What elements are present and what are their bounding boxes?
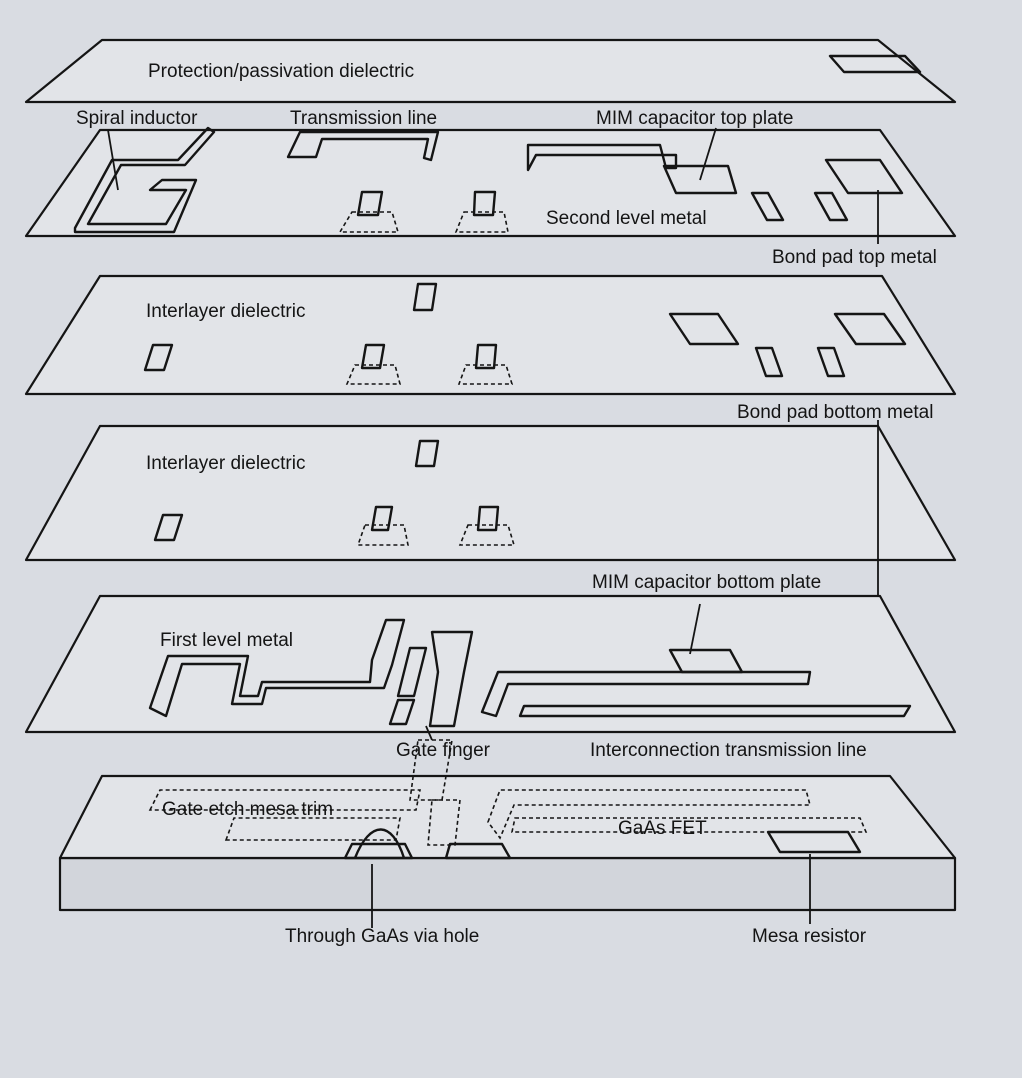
label-via-hole: Through GaAs via hole <box>285 926 479 947</box>
label-mim-bottom: MIM capacitor bottom plate <box>592 572 821 593</box>
label-interlayer-2: Interlayer dielectric <box>146 453 305 474</box>
transmission-line-shape <box>286 130 440 162</box>
interlayer-dielectric-2 <box>24 420 957 600</box>
label-bond-top: Bond pad top metal <box>772 247 937 268</box>
second-metal-layer <box>24 126 957 244</box>
label-second-metal: Second level metal <box>546 208 707 229</box>
label-gate-finger: Gate finger <box>396 740 491 761</box>
interlayer-dielectric-1 <box>24 274 957 396</box>
label-interlayer-1: Interlayer dielectric <box>146 301 305 322</box>
label-spiral-inductor: Spiral inductor <box>76 108 198 129</box>
label-first-metal: First level metal <box>160 630 293 651</box>
label-gate-etch: Gate etch mesa trim <box>162 799 333 820</box>
label-transmission-line: Transmission line <box>290 108 437 129</box>
label-bond-bottom: Bond pad bottom metal <box>737 402 933 423</box>
label-mesa-resistor: Mesa resistor <box>752 926 867 947</box>
label-gaas-fet: GaAs FET <box>618 818 707 839</box>
gate-finger-shape <box>148 618 406 718</box>
first-metal-layer <box>24 594 957 734</box>
interconnect-line-shape <box>480 670 812 718</box>
label-protection: Protection/passivation dielectric <box>148 61 414 82</box>
leader-lines <box>107 129 811 928</box>
label-interconnect: Interconnection transmission line <box>590 740 867 761</box>
gaas-substrate-layer <box>58 739 957 912</box>
spiral-inductor-shape <box>73 126 216 234</box>
label-mim-top: MIM capacitor top plate <box>596 108 793 129</box>
protection-layer <box>24 38 957 104</box>
